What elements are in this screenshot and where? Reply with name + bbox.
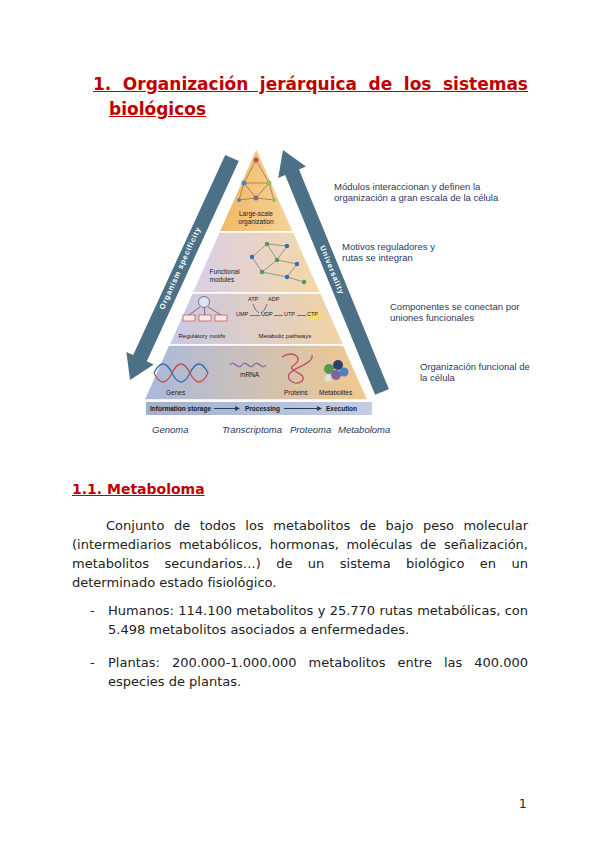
molecule-label: ADP bbox=[268, 296, 279, 303]
bullet-dash: - bbox=[90, 601, 95, 620]
level-note: Componentes se conectan por uniones func… bbox=[390, 301, 530, 323]
band-label: mRNA bbox=[240, 371, 259, 379]
bullet-text: Humanos: 114.100 metabolitos y 25.770 ru… bbox=[108, 601, 528, 639]
pyramid-band: Large-scale organization bbox=[219, 148, 294, 232]
omics-label: Genoma bbox=[152, 424, 188, 435]
level-note: Organización funcional de la célula bbox=[420, 361, 532, 383]
omics-label: Metaboloma bbox=[338, 424, 390, 435]
bar-label: Processing bbox=[245, 405, 280, 413]
band-label: Functional modules bbox=[210, 268, 250, 283]
molecule-label: UTP bbox=[284, 311, 295, 318]
section-heading: 1.1. Metaboloma bbox=[72, 481, 205, 498]
omics-label: Proteoma bbox=[290, 424, 331, 435]
band-shape bbox=[192, 232, 321, 293]
band-label: Large-scale organization bbox=[230, 210, 281, 225]
pyramid-band: Genes mRNA Proteins Metabolites bbox=[144, 345, 368, 400]
molecule-label: UMP bbox=[236, 311, 248, 318]
page-number: 1 bbox=[519, 797, 527, 811]
bullet-text: Plantas: 200.000-1.000.000 metabolitos e… bbox=[108, 653, 528, 691]
band-label: Metabolic pathways bbox=[259, 333, 312, 340]
molecule-label: CTP bbox=[307, 311, 318, 318]
band-label: Metabolites bbox=[319, 389, 352, 397]
band-label: Genes bbox=[166, 389, 185, 397]
molecule-label: ATP bbox=[248, 296, 258, 303]
level-note: Módulos interaccionan y definen la organ… bbox=[334, 181, 530, 203]
bar-label: Execution bbox=[326, 405, 357, 413]
omics-label: Transcriptoma bbox=[222, 424, 282, 435]
molecule-label: UDP bbox=[261, 311, 273, 318]
pyramid-band: Functional modules bbox=[192, 232, 321, 293]
band-label: Regulatory motifs bbox=[179, 333, 226, 340]
bullet-dash: - bbox=[90, 653, 95, 672]
band-label: Proteins bbox=[284, 389, 308, 397]
page-title: 1. Organización jerárquica de los sistem… bbox=[93, 72, 528, 122]
bar-label: Information storage bbox=[150, 405, 211, 413]
paragraph: Conjunto de todos los metabolitos de baj… bbox=[72, 516, 528, 592]
info-bar bbox=[146, 402, 372, 415]
level-note: Motivos reguladores y rutas se integran bbox=[342, 241, 454, 263]
